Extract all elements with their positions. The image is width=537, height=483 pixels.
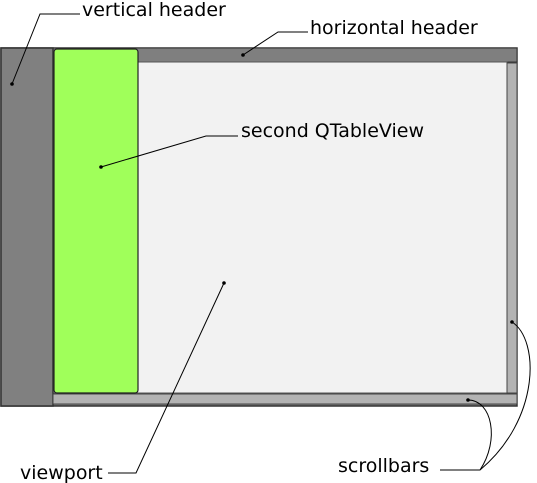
vertical-header: [0, 47, 54, 407]
callout-dot-scrollbars-vertical: [510, 320, 514, 324]
label-vertical-header: vertical header: [82, 0, 226, 21]
label-horizontal-header: horizontal header: [310, 17, 478, 39]
callout-line-scrollbars-horizontal: [467, 399, 492, 471]
callout-dot-horizontal-header: [241, 53, 245, 57]
callout-dot-vertical-header: [10, 82, 14, 86]
label-scrollbars: scrollbars: [338, 455, 429, 477]
second-tableview: [53, 48, 139, 394]
callout-line-second-tableview: [100, 135, 238, 168]
callout-line-vertical-header: [11, 13, 80, 85]
label-second-tableview: second QTableView: [241, 120, 424, 142]
callout-line-viewport: [108, 282, 225, 474]
label-viewport: viewport: [20, 462, 103, 483]
callout-dot-scrollbars-horizontal: [466, 398, 470, 402]
callout-line-scrollbars-vertical: [440, 321, 531, 471]
callout-line-horizontal-header: [242, 31, 308, 56]
horizontal-scrollbar: [52, 393, 518, 405]
callout-dot-second-tableview: [99, 165, 103, 169]
callout-dot-viewport: [222, 281, 226, 285]
vertical-scrollbar: [506, 62, 518, 394]
